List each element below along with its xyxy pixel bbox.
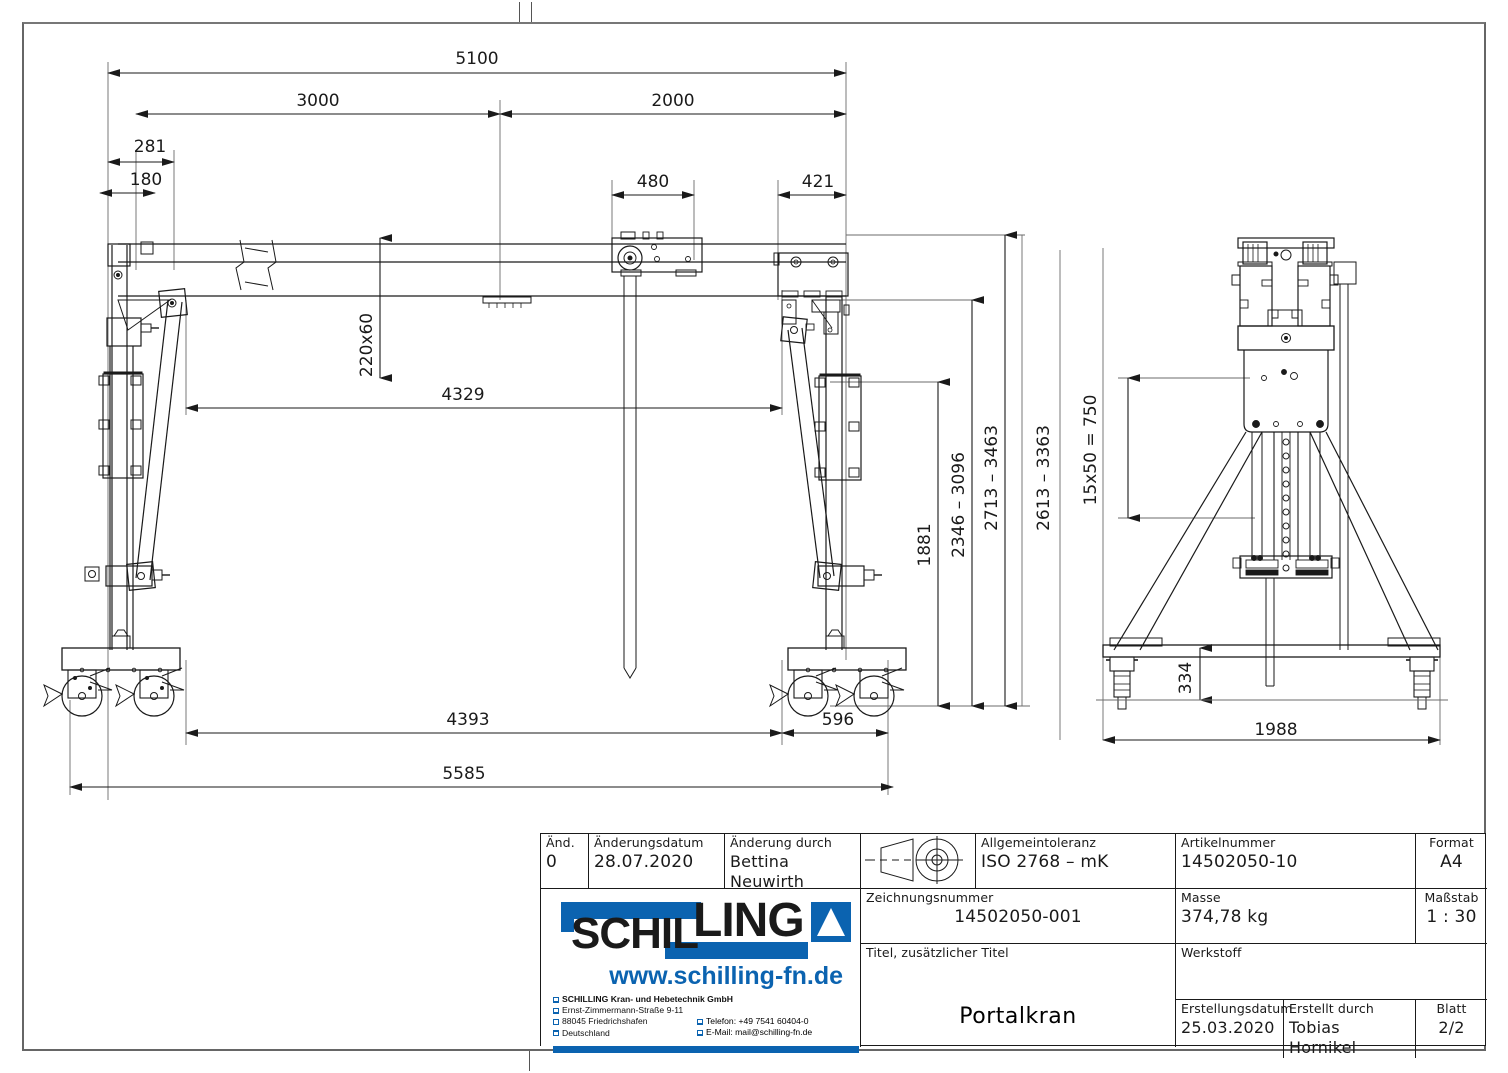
label-material: Werkstoff [1181,945,1242,960]
schilling-logo: SCHIL LING www.schilling-fn.de SCHILLING… [547,894,859,1053]
title-block-row-revision: Änd. 0 Änderungsdatum 28.07.2020 Änderun… [541,834,1176,889]
bullet-icon [553,1019,559,1025]
page-title: Portalkran [959,1004,1077,1029]
label-title: Titel, zusätzlicher Titel [866,945,1009,960]
field-revision: Änd. 0 [541,834,589,888]
bullet-icon [553,1007,559,1014]
label-revision-date: Änderungsdatum [594,835,704,850]
title-block: Änd. 0 Änderungsdatum 28.07.2020 Änderun… [540,833,1487,1058]
value-tolerance: ISO 2768 – mK [981,852,1109,872]
field-title: Titel, zusätzlicher Titel Portalkran [861,944,1176,1047]
field-sheet-number: Blatt 2/2 [1416,1000,1487,1058]
company-city-line: 88045 Friedrichshafen [553,1016,853,1027]
field-created-by: Erstellt durch Tobias Hornikel [1284,1000,1416,1058]
title-block-lower-right: Werkstoff Erstellungsdatum 25.03.2020 Er… [1176,944,1487,1058]
field-format: Format A4 [1416,834,1487,889]
label-created-by: Erstellt durch [1289,1001,1374,1016]
field-created-date: Erstellungsdatum 25.03.2020 [1176,1000,1293,1058]
field-drawing-number: Zeichnungsnummer 14502050-001 [861,889,1176,944]
value-sheet-number: 2/2 [1438,1018,1465,1037]
bullet-icon [697,1029,703,1036]
company-name: SCHILLING Kran- und Hebetechnik GmbH [562,994,733,1004]
logo-bottom-bar [553,1046,859,1053]
field-article-number: Artikelnummer 14502050-10 [1176,834,1416,889]
company-address-block: SCHILLING Kran- und Hebetechnik GmbH Ern… [553,994,853,1039]
bullet-icon [697,1018,703,1025]
label-tolerance: Allgemeintoleranz [981,835,1097,850]
field-revision-by: Änderung durch Bettina Neuwirth [725,834,861,888]
schilling-logo-icon: SCHIL LING www.schilling-fn.de [561,894,851,990]
center-tick-top-2 [531,2,532,22]
value-mass: 374,78 kg [1181,907,1269,927]
company-email: E-Mail: mail@schilling-fn.de [706,1027,813,1038]
projection-symbol-cell [861,834,976,888]
value-created-date: 25.03.2020 [1181,1018,1275,1037]
field-tolerance: Allgemeintoleranz ISO 2768 – mK [976,834,1176,888]
svg-text:SCHIL: SCHIL [571,909,698,958]
first-angle-projection-icon [865,836,963,884]
label-revision-by: Änderung durch [730,835,832,850]
company-street-line: Ernst-Zimmermann-Straße 9-11 [553,1005,853,1016]
company-email-line: E-Mail: mail@schilling-fn.de [697,1027,857,1038]
company-contact-block: Telefon: +49 7541 60404-0 E-Mail: mail@s… [697,1016,857,1038]
value-revision: 0 [546,852,558,872]
company-street: Ernst-Zimmermann-Straße 9-11 [562,1005,684,1016]
company-country-line: Deutschland [553,1028,853,1039]
label-format: Format [1429,835,1474,850]
center-tick-bottom [529,1051,530,1071]
label-mass: Masse [1181,890,1221,905]
label-article-number: Artikelnummer [1181,835,1276,850]
company-name-line: SCHILLING Kran- und Hebetechnik GmbH [553,994,853,1005]
value-article-number: 14502050-10 [1181,852,1298,872]
value-scale: 1 : 30 [1426,907,1477,927]
svg-text:www.schilling-fn.de: www.schilling-fn.de [608,962,843,990]
value-format: A4 [1440,852,1463,872]
company-country: Deutschland [562,1027,610,1038]
label-sheet-number: Blatt [1436,1001,1467,1016]
company-phone-line: Telefon: +49 7541 60404-0 [697,1016,857,1027]
field-mass: Masse 374,78 kg [1176,889,1416,944]
company-phone: Telefon: +49 7541 60404-0 [706,1016,809,1026]
field-revision-date: Änderungsdatum 28.07.2020 [589,834,725,888]
center-tick-top [519,2,520,22]
bullet-icon [553,996,559,1003]
value-revision-by: Bettina Neuwirth [730,852,805,888]
title-block-creation-row: Erstellungsdatum 25.03.2020 Erstellt dur… [1176,1000,1487,1058]
label-revision: Änd. [546,835,575,850]
value-revision-date: 28.07.2020 [594,852,694,872]
bullet-icon [553,1030,559,1037]
company-city: 88045 Friedrichshafen [562,1016,648,1027]
field-scale: Maßstab 1 : 30 [1416,889,1487,944]
company-logo-cell: SCHIL LING www.schilling-fn.de SCHILLING… [541,889,861,1053]
value-drawing-number: 14502050-001 [954,907,1082,927]
label-created-date: Erstellungsdatum [1181,1001,1293,1016]
label-scale: Maßstab [1424,890,1479,905]
field-material: Werkstoff [1176,944,1487,1000]
label-drawing-number: Zeichnungsnummer [866,890,994,905]
value-created-by: Tobias Hornikel [1289,1018,1357,1057]
svg-text:LING: LING [693,894,804,947]
